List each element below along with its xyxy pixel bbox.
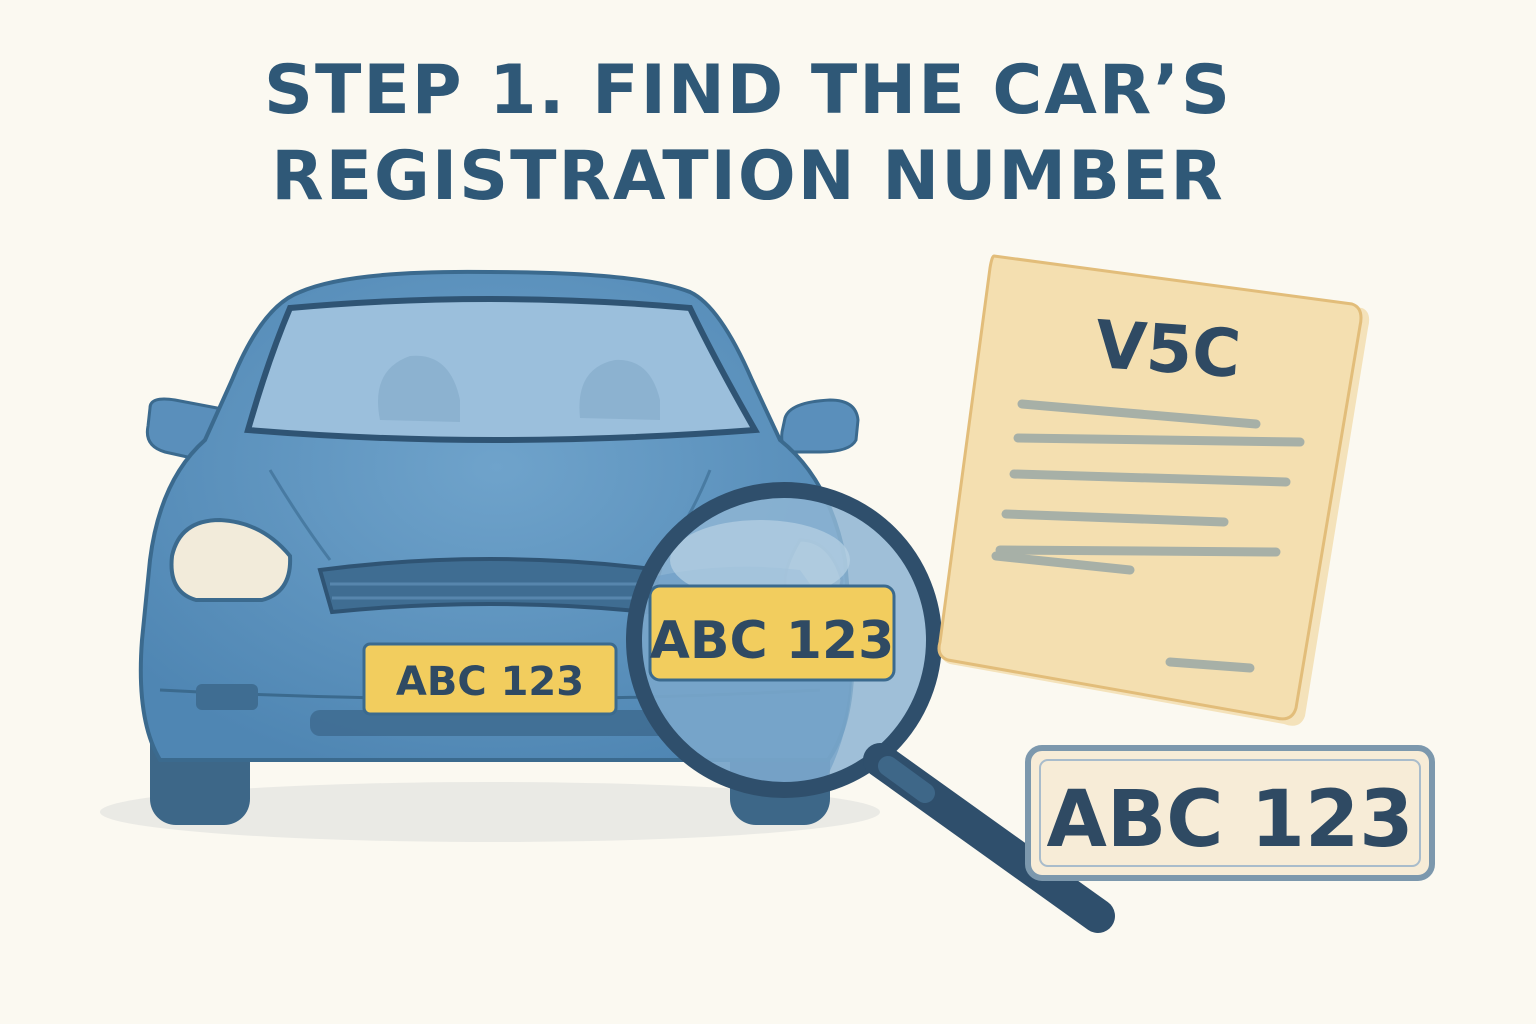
title-line-1: STEP 1. FIND THE CAR’S xyxy=(263,51,1233,130)
magnified-plate-text: ABC 123 xyxy=(650,611,895,671)
page-title: STEP 1. FIND THE CAR’S REGISTRATION NUMB… xyxy=(0,48,1536,220)
title-line-2: REGISTRATION NUMBER xyxy=(271,137,1225,216)
standalone-plate-text: ABC 123 xyxy=(1046,775,1413,865)
magnifying-glass-icon: ABC 123 xyxy=(626,482,1115,933)
magnified-license-plate: ABC 123 xyxy=(648,584,896,682)
document-heading: V5C xyxy=(1093,306,1243,393)
car-plate-text: ABC 123 xyxy=(396,659,584,705)
document-icon: V5C xyxy=(937,254,1370,726)
standalone-license-plate: ABC 123 xyxy=(1025,745,1435,881)
car-license-plate: ABC 123 xyxy=(362,642,618,716)
